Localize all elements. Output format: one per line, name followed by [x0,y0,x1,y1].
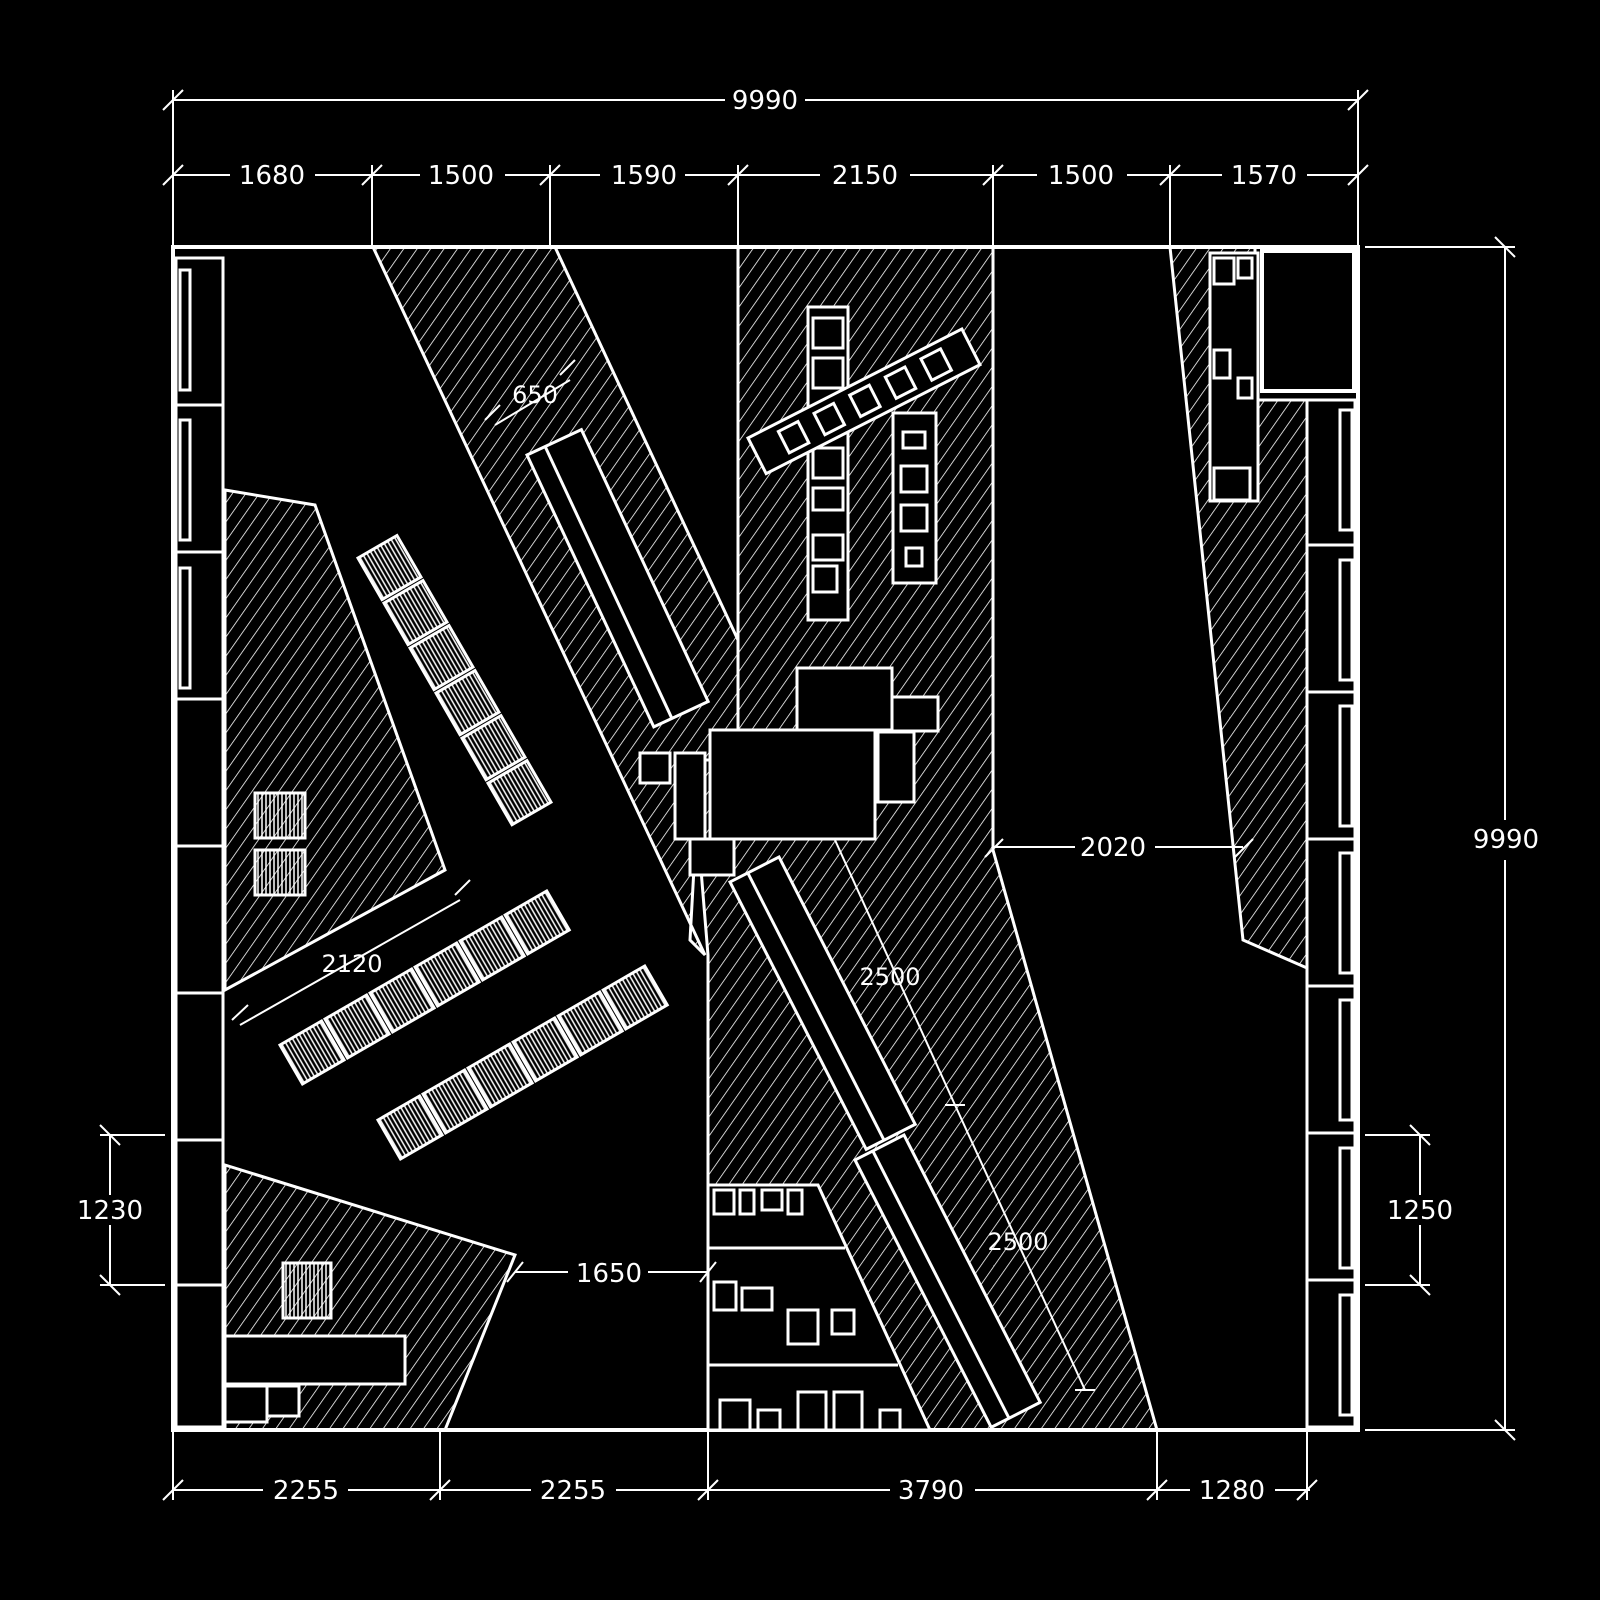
dim-top-seg-6: 1570 [1231,161,1297,191]
right-wall-shelving [1305,398,1357,1429]
diagonal-shelf-upper [525,427,711,729]
dim-2020: 2020 [1080,833,1146,863]
dim-top-total: 9990 [732,86,798,116]
top-right-shelf [1208,251,1260,503]
dim-top-seg-1: 1680 [239,161,305,191]
chair-row-diagonal [355,533,554,827]
dim-right-total: 9990 [1473,825,1539,855]
dim-left-partial: 1230 [77,1196,143,1226]
center-shelf-column [806,305,850,622]
chair-row-lower-2 [375,963,670,1162]
chair-pair-left [253,791,307,897]
chair-row-lower-1 [277,888,572,1087]
central-counter [638,666,940,877]
dim-top-seg-2: 1500 [428,161,494,191]
center-shelf-column-right [891,411,938,585]
dim-bottom-seg-1: 2255 [273,1476,339,1506]
dim-bottom-seg-3: 3790 [898,1476,964,1506]
diagonal-shelf-lower-2 [852,1133,1043,1430]
dim-top-seg-4: 2150 [832,161,898,191]
dim-bottom-seg-2: 2255 [540,1476,606,1506]
dim-top-seg-5: 1500 [1048,161,1114,191]
dim-2120: 2120 [321,950,382,978]
dimension-labels: 9990 1680 1500 1590 2150 1500 1570 9990 … [75,85,1540,1506]
dim-bottom-seg-4: 1280 [1199,1476,1265,1506]
dim-1650: 1650 [576,1259,642,1289]
diagonal-shelf-lower-1 [727,855,918,1152]
left-wall-shelving [174,256,225,1429]
dim-right-partial: 1250 [1387,1196,1453,1226]
chair-single-bottom [281,1261,333,1320]
bottom-center-shelving [706,1183,933,1432]
dim-top-seg-3: 1590 [611,161,677,191]
bottom-left-cabinet [223,1334,407,1424]
dimension-lines [99,89,1516,1501]
angled-display-unit [745,327,983,476]
top-right-room [1260,249,1356,393]
dim-650: 650 [512,381,558,409]
dim-2500-lower: 2500 [987,1228,1048,1256]
dim-2500-upper: 2500 [859,963,920,991]
